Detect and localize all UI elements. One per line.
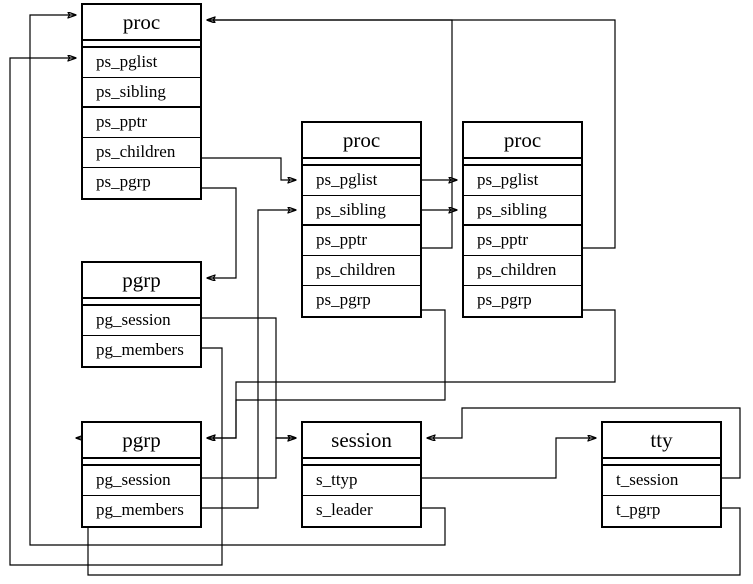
- field-ps-pgrp: ps_pgrp: [303, 286, 420, 316]
- field-s-ttyp: s_ttyp: [303, 466, 420, 496]
- field-ps-pglist: ps_pglist: [464, 166, 581, 196]
- field-pg-session: pg_session: [83, 466, 200, 496]
- field-ps-pptr: ps_pptr: [303, 226, 420, 256]
- field-ps-pgrp: ps_pgrp: [83, 168, 200, 198]
- struct-proc-child-1: proc ps_pglist ps_sibling ps_pptr ps_chi…: [301, 121, 422, 318]
- struct-pgrp-upper: pgrp pg_session pg_members: [81, 261, 202, 368]
- struct-title: pgrp: [83, 423, 200, 459]
- struct-proc-parent: proc ps_pglist ps_sibling ps_pptr ps_chi…: [81, 3, 202, 200]
- field-ps-pptr: ps_pptr: [83, 108, 200, 138]
- field-ps-children: ps_children: [83, 138, 200, 168]
- struct-session: session s_ttyp s_leader: [301, 421, 422, 528]
- struct-title-divider: [464, 159, 581, 166]
- field-ps-pglist: ps_pglist: [83, 48, 200, 78]
- field-ps-sibling: ps_sibling: [303, 196, 420, 226]
- field-ps-sibling: ps_sibling: [464, 196, 581, 226]
- field-ps-children: ps_children: [303, 256, 420, 286]
- field-ps-sibling: ps_sibling: [83, 78, 200, 108]
- struct-title-divider: [83, 299, 200, 306]
- field-t-session: t_session: [603, 466, 720, 496]
- field-pg-members: pg_members: [83, 496, 200, 526]
- field-ps-pptr: ps_pptr: [464, 226, 581, 256]
- struct-title-divider: [83, 41, 200, 48]
- struct-title: proc: [464, 123, 581, 159]
- struct-title: pgrp: [83, 263, 200, 299]
- struct-proc-child-2: proc ps_pglist ps_sibling ps_pptr ps_chi…: [462, 121, 583, 318]
- struct-title-divider: [303, 459, 420, 466]
- struct-title-divider: [83, 459, 200, 466]
- field-ps-children: ps_children: [464, 256, 581, 286]
- struct-title: proc: [83, 5, 200, 41]
- field-ps-pgrp: ps_pgrp: [464, 286, 581, 316]
- struct-title: session: [303, 423, 420, 459]
- struct-tty: tty t_session t_pgrp: [601, 421, 722, 528]
- field-s-leader: s_leader: [303, 496, 420, 526]
- struct-title: proc: [303, 123, 420, 159]
- field-pg-session: pg_session: [83, 306, 200, 336]
- field-ps-pglist: ps_pglist: [303, 166, 420, 196]
- field-pg-members: pg_members: [83, 336, 200, 366]
- struct-title-divider: [303, 159, 420, 166]
- struct-title: tty: [603, 423, 720, 459]
- struct-pgrp-lower: pgrp pg_session pg_members: [81, 421, 202, 528]
- struct-title-divider: [603, 459, 720, 466]
- field-t-pgrp: t_pgrp: [603, 496, 720, 526]
